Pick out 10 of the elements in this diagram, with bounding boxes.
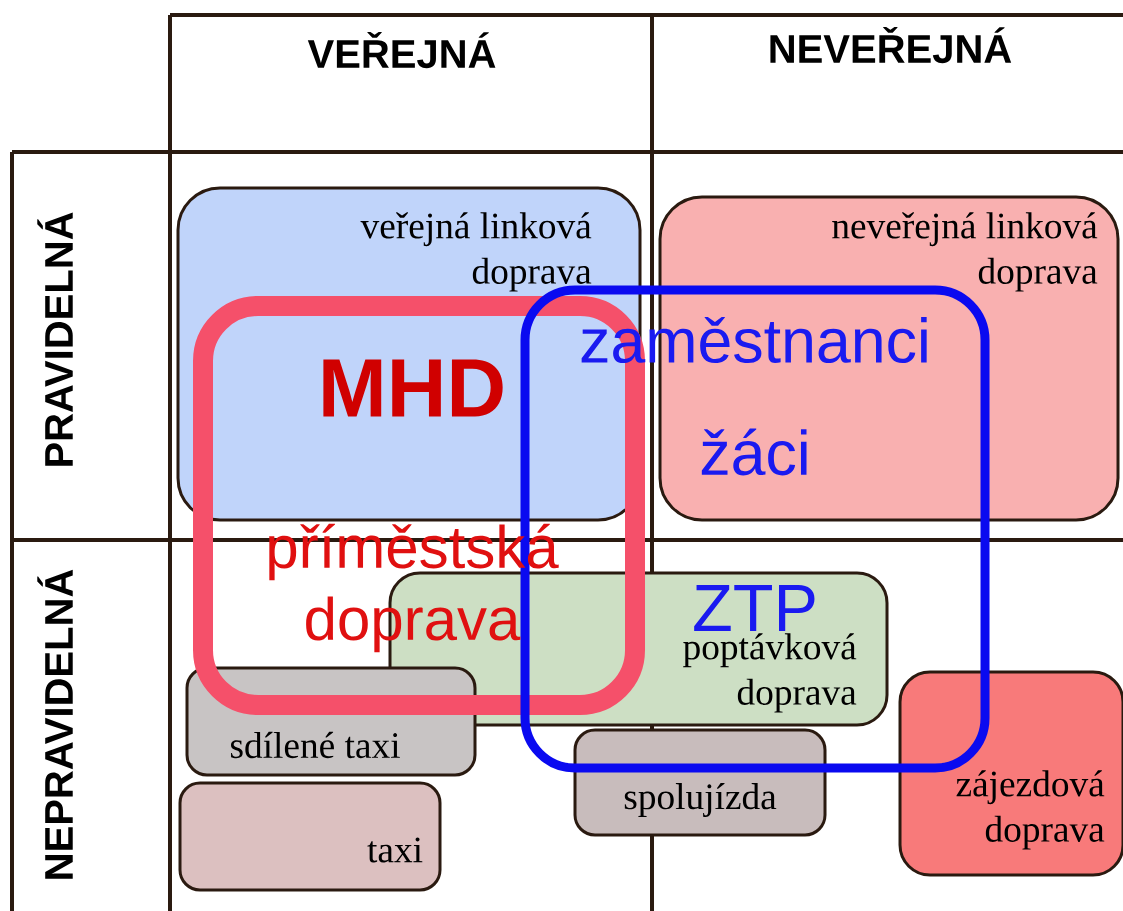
group-label: MHD: [323, 359, 503, 417]
header-label: VEŘEJNÁ: [307, 31, 496, 69]
header-label: NEVEŘEJNÁ: [770, 26, 1012, 64]
transport-box: zájezdová doprava: [898, 670, 1123, 877]
header-label: PRAVIDELNÁ: [37, 212, 73, 466]
group-label: žáci: [701, 428, 807, 476]
group-label: ZTP: [694, 585, 815, 631]
transport-box: taxi: [178, 781, 442, 892]
transport-box: spolujízda: [573, 728, 827, 837]
header-label: NEPRAVIDELNÁ: [37, 569, 73, 879]
